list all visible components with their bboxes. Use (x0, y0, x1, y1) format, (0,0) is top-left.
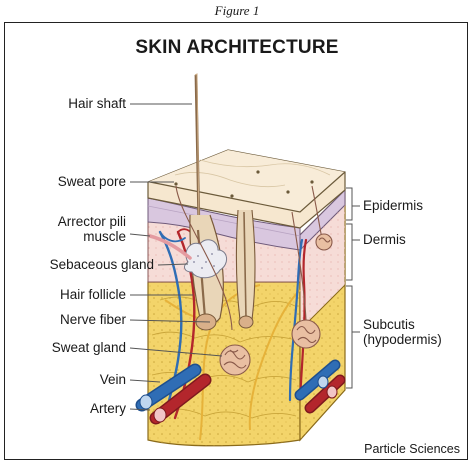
label-subcutis-line2: (hypodermis) (363, 332, 442, 347)
major-vessels (135, 359, 346, 425)
label-hair-shaft: Hair shaft (68, 96, 126, 111)
leader-lines-left (129, 103, 223, 411)
label-sweat-gland: Sweat gland (51, 340, 126, 355)
sweat-pore-opening (174, 182, 178, 186)
credit-text: Particle Sciences (364, 442, 460, 456)
label-sweat-pore: Sweat pore (57, 174, 126, 189)
label-epidermis: Epidermis (363, 198, 424, 213)
layer-brackets (346, 187, 360, 389)
diagram-title: SKIN ARCHITECTURE (135, 37, 339, 58)
figure-frame (4, 22, 468, 460)
label-arrector-pili-line1: Arrector pili (57, 214, 126, 229)
label-artery: Artery (89, 401, 126, 416)
label-nerve-fiber: Nerve fiber (59, 312, 126, 327)
label-arrector-pili-line2: muscle (83, 229, 126, 244)
sebaceous-gland (184, 239, 227, 279)
label-vein: Vein (99, 372, 126, 387)
arrector-pili-muscle (148, 234, 192, 260)
label-sebaceous-gland: Sebaceous gland (49, 257, 154, 272)
label-hair-follicle: Hair follicle (59, 287, 126, 302)
label-subcutis-line1: Subcutis (363, 317, 415, 332)
hair-follicle-secondary (235, 209, 256, 329)
figure-caption: Figure 1 (214, 3, 260, 18)
label-dermis: Dermis (363, 232, 406, 247)
sweat-glands (175, 185, 333, 376)
